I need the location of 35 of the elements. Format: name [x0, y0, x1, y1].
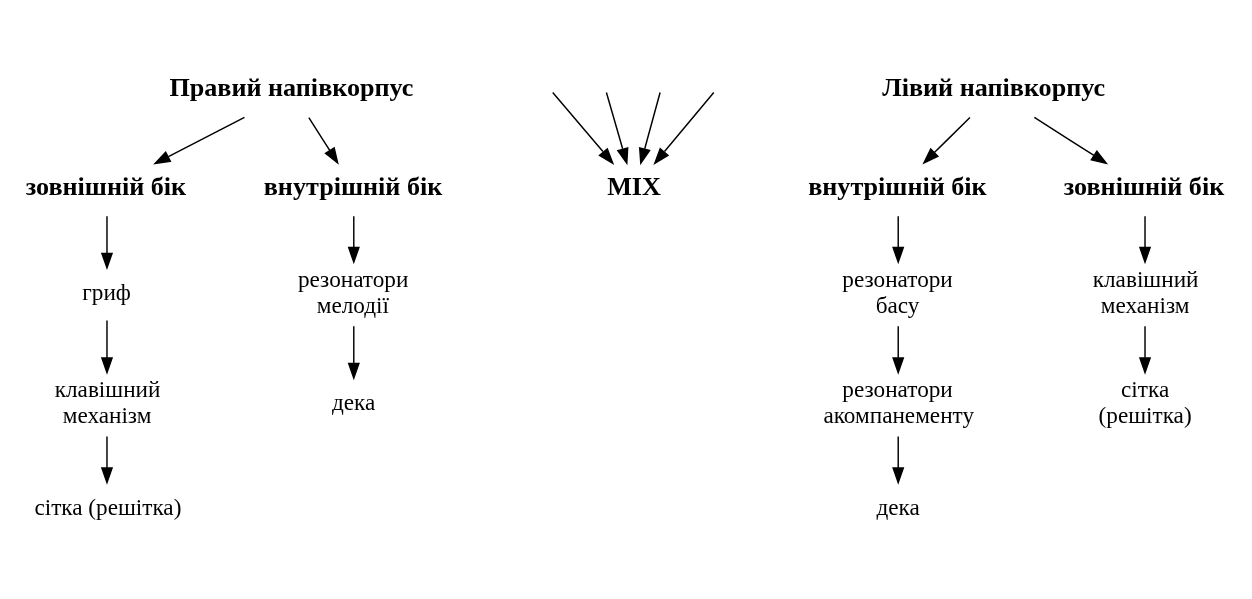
- node-text: сітка (решітка): [34, 493, 182, 520]
- arrow: [100, 319, 114, 375]
- node-text: внутрішній бік: [808, 171, 987, 201]
- node-text: дека: [332, 388, 376, 415]
- arrow: [153, 116, 246, 164]
- arrow: [1138, 215, 1152, 264]
- node-text: дека: [876, 493, 920, 520]
- arrow: [1138, 324, 1152, 375]
- arrow: [892, 324, 905, 375]
- arrow: [347, 215, 360, 264]
- node-text: MIX: [607, 171, 661, 201]
- node-text: внутрішній бік: [263, 171, 443, 201]
- arrow: [892, 215, 905, 264]
- node-text: резонатори мелодії: [297, 265, 409, 318]
- node-text: зовнішній бік: [25, 171, 187, 201]
- node-text: клавішний механізм: [54, 375, 161, 428]
- arrow: [638, 91, 661, 165]
- arrow: [308, 116, 339, 165]
- node-text: резонатори акомпанементу: [823, 375, 975, 428]
- arrow: [1033, 116, 1109, 165]
- arrow: [100, 435, 114, 485]
- node-text: Правий напівкорпус: [169, 72, 414, 102]
- arrow: [347, 324, 360, 380]
- arrow: [552, 91, 615, 165]
- node-text: гриф: [82, 278, 131, 305]
- node-text: Лівий напівкорпус: [882, 72, 1106, 102]
- arrow: [922, 116, 971, 164]
- node-text: резонатори басу: [842, 265, 953, 318]
- arrow: [892, 435, 905, 485]
- node-text: зовнішній бік: [1063, 171, 1225, 201]
- arrow: [605, 91, 629, 165]
- node-text: клавішний механізм: [1092, 265, 1199, 318]
- arrow: [100, 215, 114, 270]
- arrow: [653, 91, 715, 165]
- node-text: сітка (решітка): [1098, 375, 1192, 428]
